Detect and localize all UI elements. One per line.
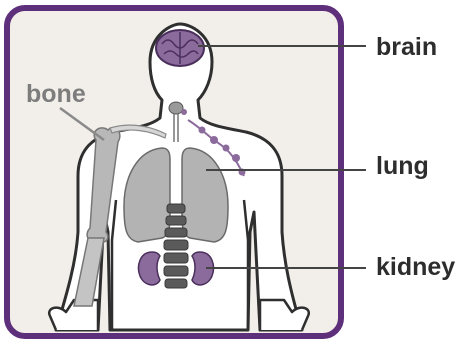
- spine: [164, 204, 188, 288]
- label-brain: brain: [376, 35, 437, 60]
- left-kidney: [139, 252, 161, 285]
- neck-lymph-node: [181, 109, 187, 115]
- label-lung: lung: [376, 154, 429, 179]
- label-kidney: kidney: [376, 255, 455, 280]
- lymph-node-3: [223, 145, 230, 152]
- lymph-node-2: [210, 136, 218, 144]
- lymph-node-4: [232, 154, 240, 162]
- thyroid: [169, 102, 183, 114]
- label-bone: bone: [26, 82, 86, 107]
- lymph-node-1: [199, 127, 206, 134]
